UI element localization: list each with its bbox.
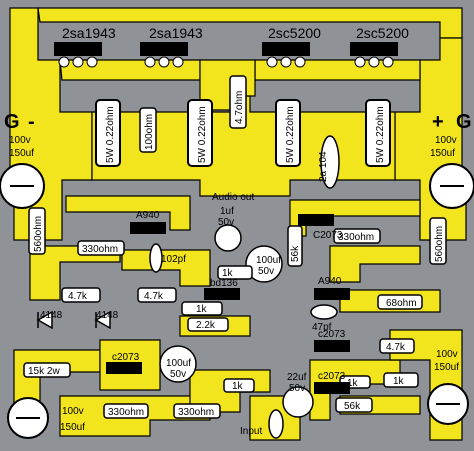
label-cap-bot-right-v: 100v bbox=[436, 349, 458, 360]
cap-bot-right bbox=[427, 383, 469, 425]
label-r18: 15k 2w bbox=[28, 366, 60, 377]
label-c2073-top: C2073 bbox=[313, 230, 343, 241]
label-r24: 1k bbox=[393, 376, 405, 387]
label-cap-main-left-v: 100v bbox=[9, 135, 31, 146]
label-r3: 5W 0.22ohm bbox=[197, 106, 208, 163]
output-transistor-pads bbox=[58, 56, 394, 68]
cap-main-right bbox=[429, 163, 474, 209]
label-r2: 100ohm bbox=[144, 114, 155, 150]
label-r1: 5W 0.22ohm bbox=[105, 106, 116, 163]
label-cap-bot-left-v: 100v bbox=[62, 406, 84, 417]
label-input: Input bbox=[240, 426, 262, 437]
label-r12b: 1k bbox=[222, 268, 234, 279]
label-q2: 2sa1943 bbox=[149, 25, 203, 41]
label-plus: + bbox=[432, 111, 444, 133]
label-ground-left: G bbox=[4, 111, 20, 133]
label-cap-main-right-v: 100v bbox=[435, 135, 457, 146]
label-a940-mid: A940 bbox=[318, 276, 342, 287]
cap-100uf-b bbox=[159, 345, 197, 383]
label-r6: 5W 0.22ohm bbox=[375, 106, 386, 163]
label-cap-main-left-uf: 150uf bbox=[9, 148, 34, 159]
label-r15: 330ohm bbox=[338, 232, 374, 243]
label-r12: 1k bbox=[196, 304, 208, 315]
label-d1: 4148 bbox=[40, 310, 63, 321]
label-r20: 330ohm bbox=[178, 407, 214, 418]
output-transistors bbox=[54, 42, 398, 56]
cap-22uf bbox=[282, 386, 314, 418]
label-r13: 2.2k bbox=[196, 320, 216, 331]
label-q4: 2sc5200 bbox=[356, 25, 409, 41]
label-c2073-bot: c2073 bbox=[318, 371, 346, 382]
label-cap-100uf-b-v: 100uf bbox=[166, 358, 191, 369]
label-bd136: bd136 bbox=[210, 278, 238, 289]
label-r5: 5W 0.22ohm bbox=[285, 106, 296, 163]
label-r8: 560ohm bbox=[434, 226, 445, 262]
cap-1uf bbox=[214, 224, 242, 252]
label-cap-bot-left-uf: 150uf bbox=[60, 422, 85, 433]
label-audio-out: Audio out bbox=[212, 192, 254, 203]
label-cap-22uf-v: 22uf bbox=[287, 372, 307, 383]
label-r10: 4.7k bbox=[68, 291, 88, 302]
label-r23: 56k bbox=[344, 401, 361, 412]
label-r17: 4.7k bbox=[386, 342, 406, 353]
cap-47pf bbox=[310, 304, 338, 320]
labels: 2sa1943 2sa1943 2sc5200 2sc5200 5W 0.22o… bbox=[4, 25, 472, 437]
label-r16: 68ohm bbox=[386, 298, 417, 309]
cap-101 bbox=[268, 409, 284, 439]
label-cap-1uf-a: 1uf bbox=[220, 206, 234, 217]
label-r19: 330ohm bbox=[108, 407, 144, 418]
label-cap-1uf-b: 50v bbox=[218, 217, 234, 228]
label-c2073-mid: c2073 bbox=[318, 329, 346, 340]
label-c2073-left: c2073 bbox=[112, 352, 140, 363]
label-q1: 2sa1943 bbox=[62, 25, 116, 41]
label-minus: - bbox=[28, 111, 35, 133]
diodes bbox=[36, 310, 111, 330]
label-cap-bot-right-uf: 150uf bbox=[434, 362, 459, 373]
cap-2a104 bbox=[320, 135, 340, 189]
label-cap-100uf-a-b: 50v bbox=[258, 266, 274, 277]
label-q3: 2sc5200 bbox=[268, 25, 321, 41]
label-cap-22uf-b: 50v bbox=[289, 383, 305, 394]
label-cap-main-right-uf: 150uf bbox=[430, 148, 455, 159]
label-ground-right: G bbox=[456, 111, 472, 133]
cap-100uf-a bbox=[245, 245, 283, 283]
cap-102pf bbox=[149, 243, 163, 273]
label-r7: 560ohm bbox=[33, 216, 44, 252]
label-r9: 330ohm bbox=[82, 244, 118, 255]
label-c102pf: 102pf bbox=[161, 254, 186, 265]
label-r4: 4.7ohm bbox=[234, 91, 245, 124]
cap-main-left bbox=[0, 163, 45, 209]
label-c47pf: 47pf bbox=[312, 322, 332, 333]
power-resistors bbox=[95, 99, 391, 167]
small-horizontal-resistors bbox=[23, 228, 423, 419]
label-c2a104: 2a 104 bbox=[318, 151, 329, 182]
label-a940-top: A940 bbox=[136, 210, 160, 221]
label-r11: 4.7k bbox=[144, 291, 164, 302]
label-r14: 56k bbox=[290, 245, 301, 262]
label-cap-100uf-b-b: 50v bbox=[170, 369, 186, 380]
label-r21: 1k bbox=[232, 381, 244, 392]
label-d2: 4148 bbox=[96, 310, 119, 321]
cap-bot-left bbox=[7, 397, 49, 439]
small-vertical-resistors bbox=[28, 75, 447, 267]
label-r22: 1k bbox=[347, 378, 359, 389]
label-cap-100uf-a-v: 100uf bbox=[256, 255, 281, 266]
small-transistors bbox=[106, 214, 350, 394]
